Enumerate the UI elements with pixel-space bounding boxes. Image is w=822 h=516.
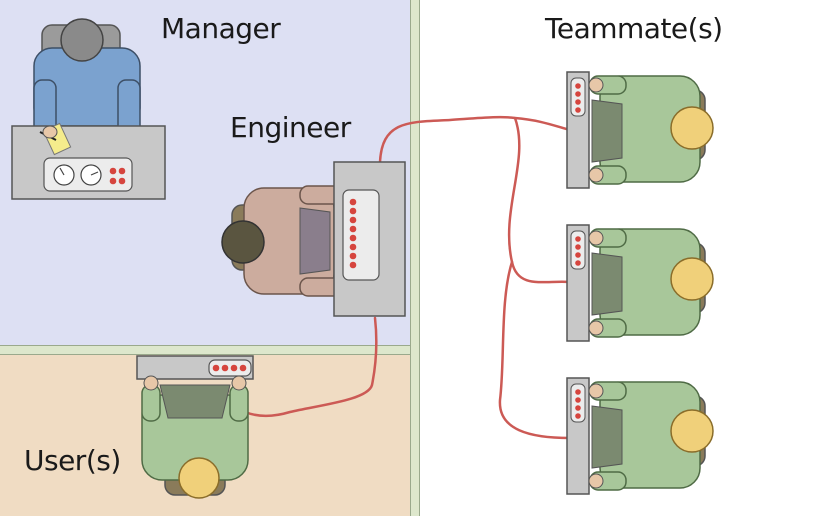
teammate-2 bbox=[566, 224, 714, 342]
manager-desk bbox=[11, 122, 166, 200]
user-figure bbox=[141, 375, 249, 499]
user-desk bbox=[136, 355, 254, 380]
teammates-label: Teammate(s) bbox=[545, 12, 723, 45]
engineer-desk bbox=[333, 161, 406, 317]
users-label: User(s) bbox=[24, 444, 121, 477]
wires bbox=[243, 115, 572, 440]
wall-vertical bbox=[410, 0, 420, 516]
teammate-1 bbox=[566, 71, 714, 189]
manager-label: Manager bbox=[161, 12, 281, 45]
wall-horizontal bbox=[0, 345, 410, 355]
teammate-3 bbox=[566, 377, 714, 495]
engineer-label: Engineer bbox=[230, 111, 351, 144]
